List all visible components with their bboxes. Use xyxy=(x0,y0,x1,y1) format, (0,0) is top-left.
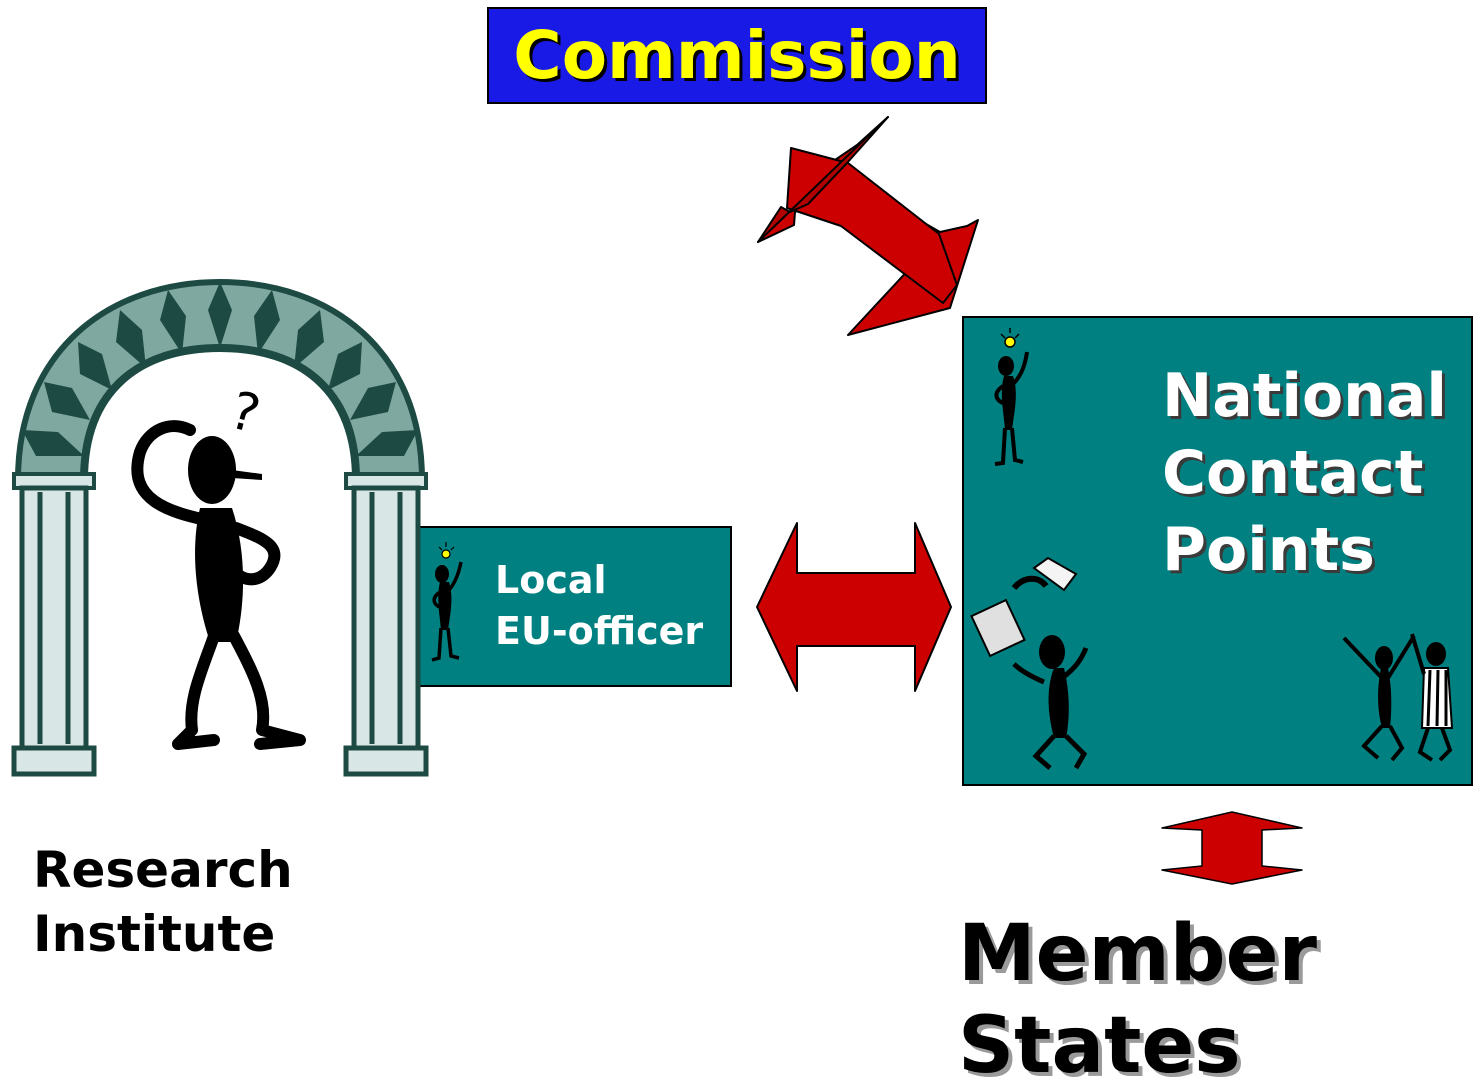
member-line-1: Member xyxy=(958,909,1317,999)
ncp-figures xyxy=(970,328,1454,770)
national-contact-points-box xyxy=(962,316,1473,786)
double-arrow-ncp-member-states xyxy=(1161,811,1303,885)
national-contact-points-label: National Contact Points xyxy=(1162,358,1447,589)
commission-label: Commission xyxy=(513,17,961,94)
arrows-layer xyxy=(756,116,1303,885)
ncp-line-3: Points xyxy=(1162,515,1375,585)
research-institute-label: Research Institute xyxy=(33,838,293,966)
research-institute-arch: ? xyxy=(11,278,429,777)
local-eu-officer-label: Local EU-officer xyxy=(495,555,703,657)
research-line-1: Research xyxy=(33,841,293,899)
member-line-2: States xyxy=(958,1001,1241,1091)
svg-text:?: ? xyxy=(224,381,266,446)
local-line-2: EU-officer xyxy=(495,609,704,653)
officer-person-icon xyxy=(431,542,463,662)
idea-person-icon xyxy=(994,328,1029,466)
local-line-1: Local xyxy=(495,558,607,602)
ncp-line-2: Contact xyxy=(1162,438,1424,508)
ncp-line-1: National xyxy=(1162,361,1447,431)
double-arrow-local-ncp xyxy=(756,522,952,692)
thinking-person-icon: ? xyxy=(131,381,306,750)
celebrating-people-icon xyxy=(1342,633,1454,762)
commission-box: Commission xyxy=(487,7,987,104)
double-arrow-commission-ncp xyxy=(757,116,979,336)
arch-icon xyxy=(11,278,429,777)
member-states-label: Member States xyxy=(958,908,1317,1092)
busy-person-icon xyxy=(970,556,1089,770)
research-line-2: Institute xyxy=(33,905,276,963)
local-eu-officer-box xyxy=(410,526,732,687)
